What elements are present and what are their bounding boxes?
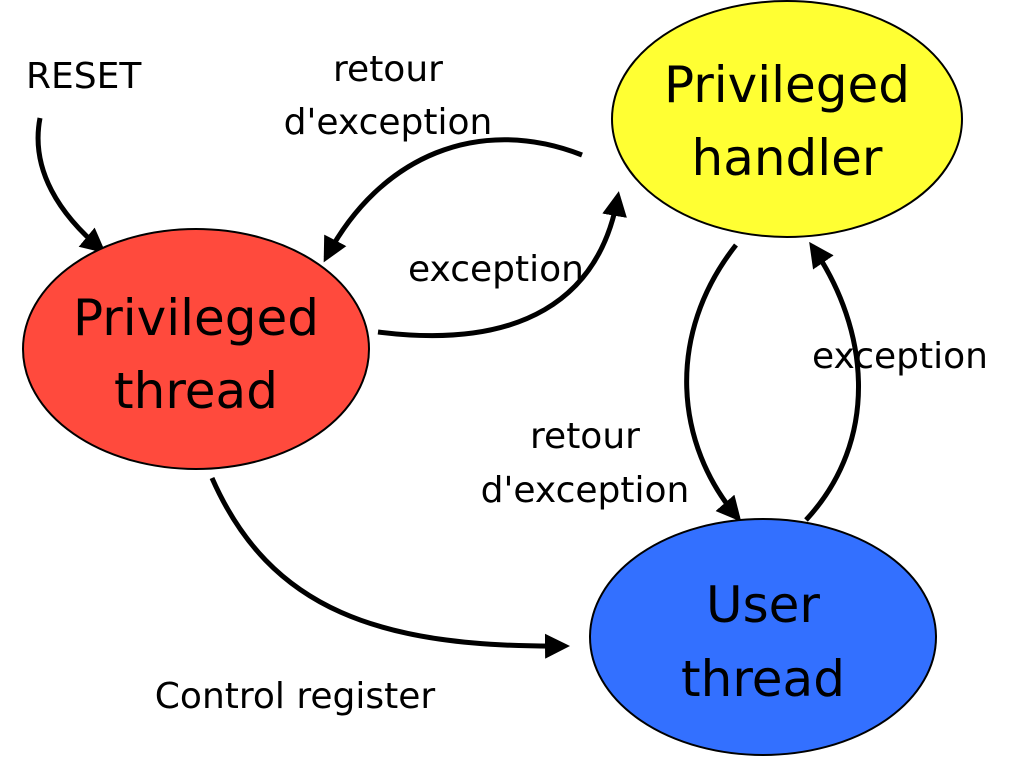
handler-to-user-label-line1: retour (530, 416, 640, 457)
privileged-handler-node: Privileged handler (611, 0, 963, 238)
reset-arrow (35, 117, 106, 254)
handler-to-user-label-line2: d'exception (481, 470, 690, 511)
privileged-thread-node: Privileged thread (22, 228, 370, 470)
privileged-thread-label-line2: thread (114, 362, 278, 420)
reset-label: RESET (26, 56, 142, 97)
privileged-handler-label-line2: handler (692, 129, 883, 187)
privileged-handler-ellipse (611, 0, 963, 238)
control-register-arrow (209, 476, 570, 659)
handler-to-privileged-arrow (323, 137, 583, 263)
control-register-label: Control register (155, 676, 436, 717)
user-to-handler-arrow (804, 241, 861, 522)
privileged-handler-label-line1: Privileged (664, 56, 910, 114)
handler-to-user-arrow (684, 243, 742, 522)
user-to-handler-label: exception (812, 336, 988, 377)
privileged-thread-ellipse (22, 228, 370, 470)
user-thread-ellipse (589, 518, 937, 756)
privileged-to-handler-label: exception (408, 249, 584, 290)
user-thread-node: User thread (589, 518, 937, 756)
user-thread-label-line2: thread (681, 650, 845, 708)
handler-to-privileged-label-line2: d'exception (284, 102, 493, 143)
user-thread-label-line1: User (706, 576, 820, 634)
privileged-thread-label-line1: Privileged (73, 289, 319, 347)
handler-to-privileged-label-line1: retour (333, 49, 443, 90)
privileged-to-handler-arrow (377, 191, 627, 338)
